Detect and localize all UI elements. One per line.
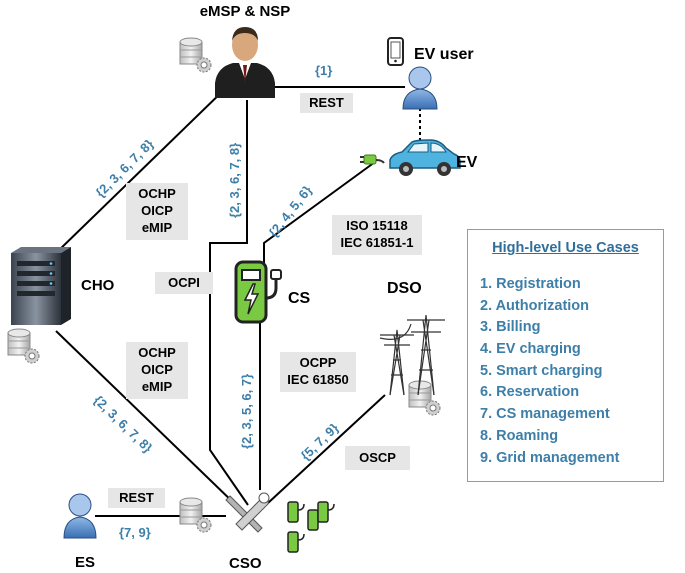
edge-label-emsp-evuser: {1}	[315, 63, 332, 78]
protocol-oscp: OSCP	[345, 446, 410, 470]
use-case-item: 5. Smart charging	[480, 362, 603, 379]
database-icon	[179, 37, 212, 73]
use-case-item: 7. CS management	[480, 406, 610, 423]
protocol-ocpi: OCPI	[155, 272, 213, 294]
dso-label: DSO	[387, 280, 422, 297]
use-case-item: 3. Billing	[480, 319, 541, 336]
protocol-text: IEC 61851-1	[340, 235, 414, 250]
protocol-cho-cso: OCHP OICP eMIP	[126, 342, 188, 399]
use-case-item: 1. Registration	[480, 276, 581, 292]
edge-label-cho-cso: {2, 3, 6, 7, 8}	[91, 392, 155, 455]
use-cases-title: High-level Use Cases	[492, 240, 639, 256]
phone-icon	[387, 37, 404, 66]
protocol-text: OCPP	[299, 355, 337, 370]
protocol-text: OSCP	[359, 450, 396, 465]
database-icon	[179, 497, 212, 533]
use-cases-panel: High-level Use Cases 1. Registration 2. …	[467, 229, 664, 482]
line-dso-cso	[267, 394, 386, 504]
use-case-item: 4. EV charging	[480, 341, 581, 358]
cso-label: CSO	[229, 555, 262, 572]
protocol-text: REST	[119, 490, 154, 505]
protocol-ocpp: OCPP IEC 61850	[280, 352, 356, 392]
line-ev-cs	[263, 161, 376, 265]
ev-label: EV	[456, 154, 478, 171]
line-emsp-cho	[55, 85, 229, 254]
pylon-icon	[379, 314, 445, 396]
emsp-label: eMSP & NSP	[200, 3, 291, 20]
protocol-rest-top: REST	[300, 93, 353, 113]
edge-label-emsp-cso: {2, 3, 6, 7, 8}	[227, 143, 242, 218]
line-cho-cso	[55, 330, 239, 508]
protocol-text: OICP	[141, 203, 173, 218]
protocol-iso: ISO 15118 IEC 61851-1	[332, 215, 422, 255]
server-icon	[11, 247, 71, 325]
cho-label: CHO	[81, 277, 115, 294]
protocol-text: ISO 15118	[346, 218, 408, 233]
protocol-rest-bottom: REST	[108, 488, 165, 508]
protocol-text: OCPI	[168, 275, 200, 290]
user-icon	[63, 493, 97, 539]
car-icon	[389, 139, 461, 176]
protocol-text: OCHP	[138, 345, 176, 360]
use-case-item: 9. Grid management	[480, 449, 620, 466]
use-case-item: 8. Roaming	[480, 427, 559, 444]
protocol-text: REST	[309, 95, 344, 110]
protocol-cho-emsp: OCHP OICP eMIP	[126, 183, 188, 240]
es-label: ES	[75, 554, 95, 571]
protocol-text: eMIP	[141, 220, 173, 235]
protocol-text: eMIP	[141, 379, 173, 394]
use-cases-list: 1. Registration 2. Authorization 3. Bill…	[480, 274, 619, 469]
protocol-text: OCHP	[138, 186, 176, 201]
protocol-text: IEC 61850	[287, 372, 349, 387]
line-emsp-cso	[209, 100, 249, 506]
database-icon	[408, 380, 441, 416]
connections	[55, 85, 421, 517]
ev-user-label: EV user	[414, 46, 474, 63]
charger-group-icon	[287, 501, 335, 553]
use-case-item: 2. Authorization	[480, 297, 590, 314]
edge-label-cs-cso: {2, 3, 5, 6, 7}	[239, 374, 254, 449]
edge-label-es-cso: {7, 9}	[119, 525, 151, 540]
user-icon	[402, 66, 438, 110]
cs-label: CS	[288, 290, 311, 307]
use-case-item: 6. Reservation	[480, 384, 580, 401]
protocol-text: OICP	[141, 362, 173, 377]
charger-icon	[234, 260, 282, 324]
tools-icon	[225, 492, 270, 533]
manager-icon	[215, 27, 275, 98]
database-icon	[7, 328, 40, 364]
plug-icon	[360, 154, 385, 165]
